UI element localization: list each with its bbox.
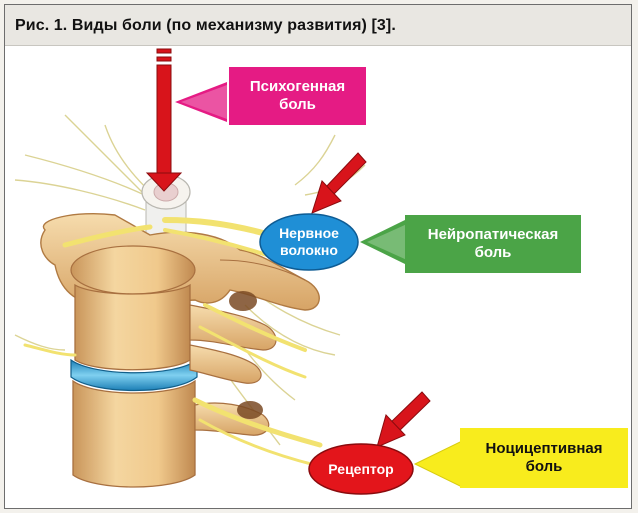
nociceptive-pain-label: Ноцицептивная боль [460, 428, 628, 488]
psychogenic-pain-label: Психогенная боль [229, 67, 366, 125]
psychogenic-label-line1: Психогенная [250, 78, 345, 96]
psychogenic-box-arrow [175, 82, 227, 122]
neuropathic-box-arrow [360, 219, 407, 265]
vertebral-body-lower [73, 381, 269, 487]
nerve-fiber-label-line2: волокно [279, 242, 339, 259]
neuropathic-label-line1: Нейропатическая [428, 226, 559, 244]
neuropathic-pointer-arrow [312, 153, 366, 213]
nerve-fiber-label-line1: Нервное [279, 225, 339, 242]
nociceptive-label-line2: боль [485, 458, 602, 476]
vertebra-processes [190, 291, 276, 383]
nociceptive-box-arrow [415, 441, 462, 487]
nociceptive-label-line1: Ноцицептивная [485, 440, 602, 458]
neuropathic-label-line2: боль [428, 244, 559, 262]
psychogenic-label-line2: боль [250, 96, 345, 114]
nociceptive-pointer-arrow [377, 392, 430, 447]
vertebral-body-upper [75, 285, 190, 370]
figure-frame: Рис. 1. Виды боли (по механизму развития… [4, 4, 632, 509]
neuropathic-pain-label: Нейропатическая боль [405, 215, 581, 273]
nerve-fiber-label: Нервное волокно [259, 213, 359, 271]
psychogenic-arrow [147, 49, 181, 191]
receptor-label: Рецептор [308, 443, 414, 495]
